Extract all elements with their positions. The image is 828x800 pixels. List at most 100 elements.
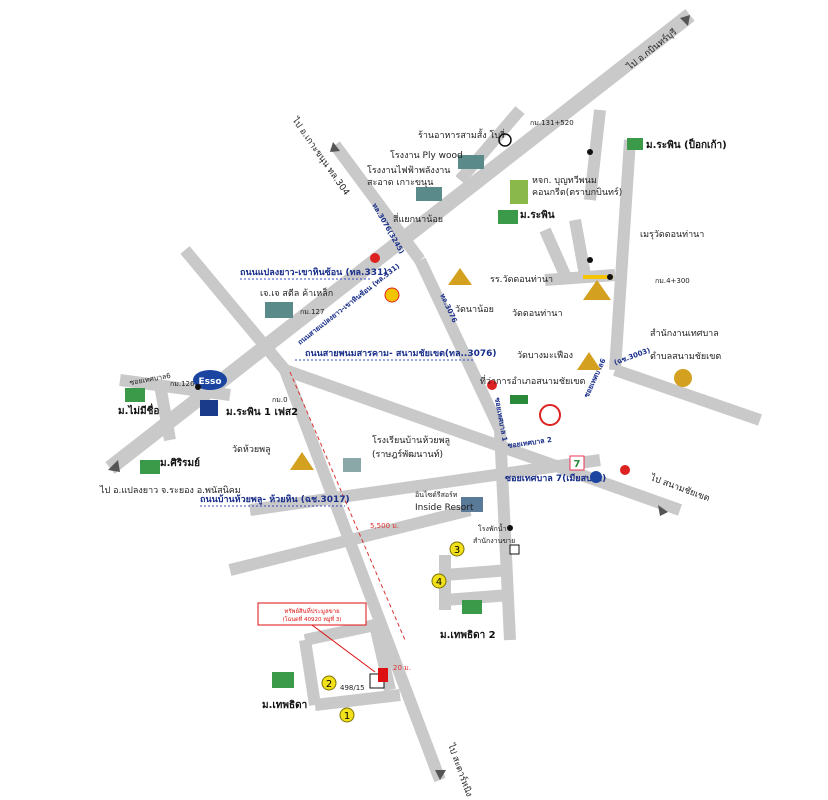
label-school-hp-2: (ราษฎร์พัฒนานท์): [372, 448, 443, 460]
shell-icon: [384, 287, 400, 303]
junction-dot: [587, 257, 593, 263]
label-km-0: กม.0: [272, 396, 288, 404]
municipal-emblem-icon: [674, 369, 692, 387]
place-labels: ร้านอาหารสามสั้ง โบรี่ กม.131+520 โรงงาน…: [99, 119, 727, 711]
road-td-c: [314, 689, 401, 711]
label-to-plaeng-yao: ไป อ.แปลงยาว จ.ระยอง อ.พนัสนิคม: [99, 485, 241, 496]
road-304: [330, 141, 425, 264]
esso-label: Esso: [198, 377, 221, 387]
label-km-127: กม.127: [300, 308, 324, 316]
label-plywood: โรงงาน Ply wood: [390, 150, 463, 161]
factory-icon: [416, 187, 442, 201]
label-cc-steel: เจ.เจ สตีล ค้าเหล็ก: [260, 286, 333, 299]
distance-label: 5,500 ม.: [370, 522, 399, 530]
gas-icon: [370, 253, 380, 263]
label-condo-1: หจก. บุญทวีพนม: [532, 175, 597, 186]
road-km131: [584, 109, 606, 201]
plot-subtitle: (โฉนดที่ 40920 หมู่ที่ 3): [282, 615, 341, 623]
fuel-drop-icon: [487, 380, 497, 390]
marker-4: [431, 573, 447, 589]
house-icon: [125, 138, 643, 688]
road-soi-7: [494, 429, 516, 641]
plot-title: ทรัพย์สินที่ประมูลขาย: [284, 607, 339, 615]
road-td-a: [303, 619, 377, 646]
marker-4-label: 4: [436, 577, 442, 588]
road-td2-b: [444, 589, 511, 606]
marker-3: [449, 541, 465, 557]
label-soi-7: ซอยเทศบาล 7(เมียสบาย): [505, 473, 606, 484]
label-municipal-branch: สำนักงานขาย: [473, 537, 515, 545]
house-number: 498/15: [340, 684, 365, 692]
factory-icon: [265, 302, 293, 318]
arrow-w-icon: [108, 460, 120, 472]
marker-1: [339, 707, 355, 723]
esso-icon: [193, 370, 227, 390]
label-municipal-2: ตำบลสนามชัยเขต: [650, 351, 721, 362]
label-to-kabin: ไป อ.กบินทร์บุรี: [624, 26, 680, 73]
label-road-3017: ถนนบ้านห้วยพลู- ห้วยหิน (ฉช.3017): [200, 494, 350, 505]
tesco-icon: [510, 395, 528, 404]
road-nw-spur: [180, 246, 290, 374]
label-school-dtn: รร.วัดดอนท่านา: [490, 275, 553, 285]
district-emblem-icon: [539, 404, 561, 426]
plot-callout-line: [311, 624, 376, 673]
label-road-331: ถนนแปลงยาว-เขาหินซ้อน (ทล.331): [240, 267, 387, 278]
seven-eleven-icon: [569, 455, 585, 471]
junction-dot: [507, 525, 513, 531]
label-power-plant-1: โรงงานไฟฟ้าพลังงาน: [367, 165, 450, 176]
road-3076: [414, 257, 506, 433]
building-icons: Esso 7: [125, 133, 692, 688]
label-m-mai-mi-chue: ม.ไม่มีชื่อ: [118, 403, 159, 417]
label-m-sirirom: ม.ศิริรมย์: [160, 457, 200, 469]
label-restaurant: ร้านอาหารสามสั้ง โบรี่: [418, 128, 505, 141]
road-lower-w: [228, 504, 472, 576]
label-km-126: กม.126: [170, 380, 195, 388]
label-school-hp-1: โรงเรียนบ้านห้วยพลู: [372, 435, 450, 446]
road-dtn-b: [569, 218, 591, 277]
temple-icon: [290, 268, 611, 470]
restaurant-icon: [498, 133, 512, 147]
pt-icon: [590, 471, 602, 483]
building-icon: [510, 180, 528, 204]
numbered-markers: 1 2 3 4: [321, 541, 465, 723]
road-3003: [613, 364, 762, 426]
label-m-raphin: ม.ระพิน: [520, 209, 555, 221]
road-dtn-a: [539, 227, 571, 278]
label-wat-bmp: วัดบางมะเฟือง: [517, 350, 573, 361]
distance-20m: 20 ม.: [393, 664, 411, 672]
marker-3-label: 3: [454, 545, 460, 556]
label-inside-resort-th: อินไซด์รีสอร์ท: [415, 490, 458, 499]
arrow-s-icon: [435, 770, 446, 780]
marker-1-label: 1: [344, 711, 350, 722]
label-wat-huai-phlu: วัดห้วยพลู: [232, 444, 271, 455]
arrow-nw-icon: [330, 142, 340, 152]
km-marker-icon: [195, 384, 201, 390]
junction-dot: [607, 274, 613, 280]
label-inside-resort: Inside Resort: [415, 503, 474, 513]
label-wat-na-noi: วัดนาน้อย: [455, 304, 494, 315]
target-plot: ทรัพย์สินที่ประมูลขาย (โฉนดที่ 40920 หมู…: [257, 602, 411, 692]
label-m-raphin-p2: ม.ระพิน 1 เฟส2: [226, 406, 298, 418]
office-box-icon: [509, 544, 520, 555]
label-district-office: ที่ว่าการอำเภอสนามชัยเขต: [480, 374, 585, 387]
label-to-south: ไป สะตาร์หนิง: [445, 741, 476, 798]
label-wat-ice: โรงพักน้ำ: [478, 522, 507, 533]
road-south: [279, 367, 446, 783]
label-merit: เมรุวัดดอนท่านา: [640, 230, 704, 240]
marker-2: [321, 675, 337, 691]
road-west-spur: [154, 383, 176, 442]
marker-2-label: 2: [326, 679, 332, 690]
road-network: [105, 9, 762, 783]
arrow-e-icon: [658, 505, 668, 516]
label-condo-2: คอนกรีต(ตราบกบินทร์): [532, 186, 622, 198]
label-power-plant-2: สะอาด เกาะขนุน: [367, 178, 433, 188]
fuel-drop-icon: [620, 465, 630, 475]
road-east-vertical: [609, 139, 636, 371]
label-m-thepthida: ม.เทพธิดา: [262, 699, 307, 711]
label-m-raphin-pakkao: ม.ระพิน (ป็อกเก้า): [646, 137, 727, 151]
ptt-icon: [200, 400, 218, 416]
label-m-thepthida-2: ม.เทพธิดา 2: [440, 629, 496, 641]
road-td2-a: [444, 564, 511, 581]
road-sanamchai: [282, 364, 683, 516]
